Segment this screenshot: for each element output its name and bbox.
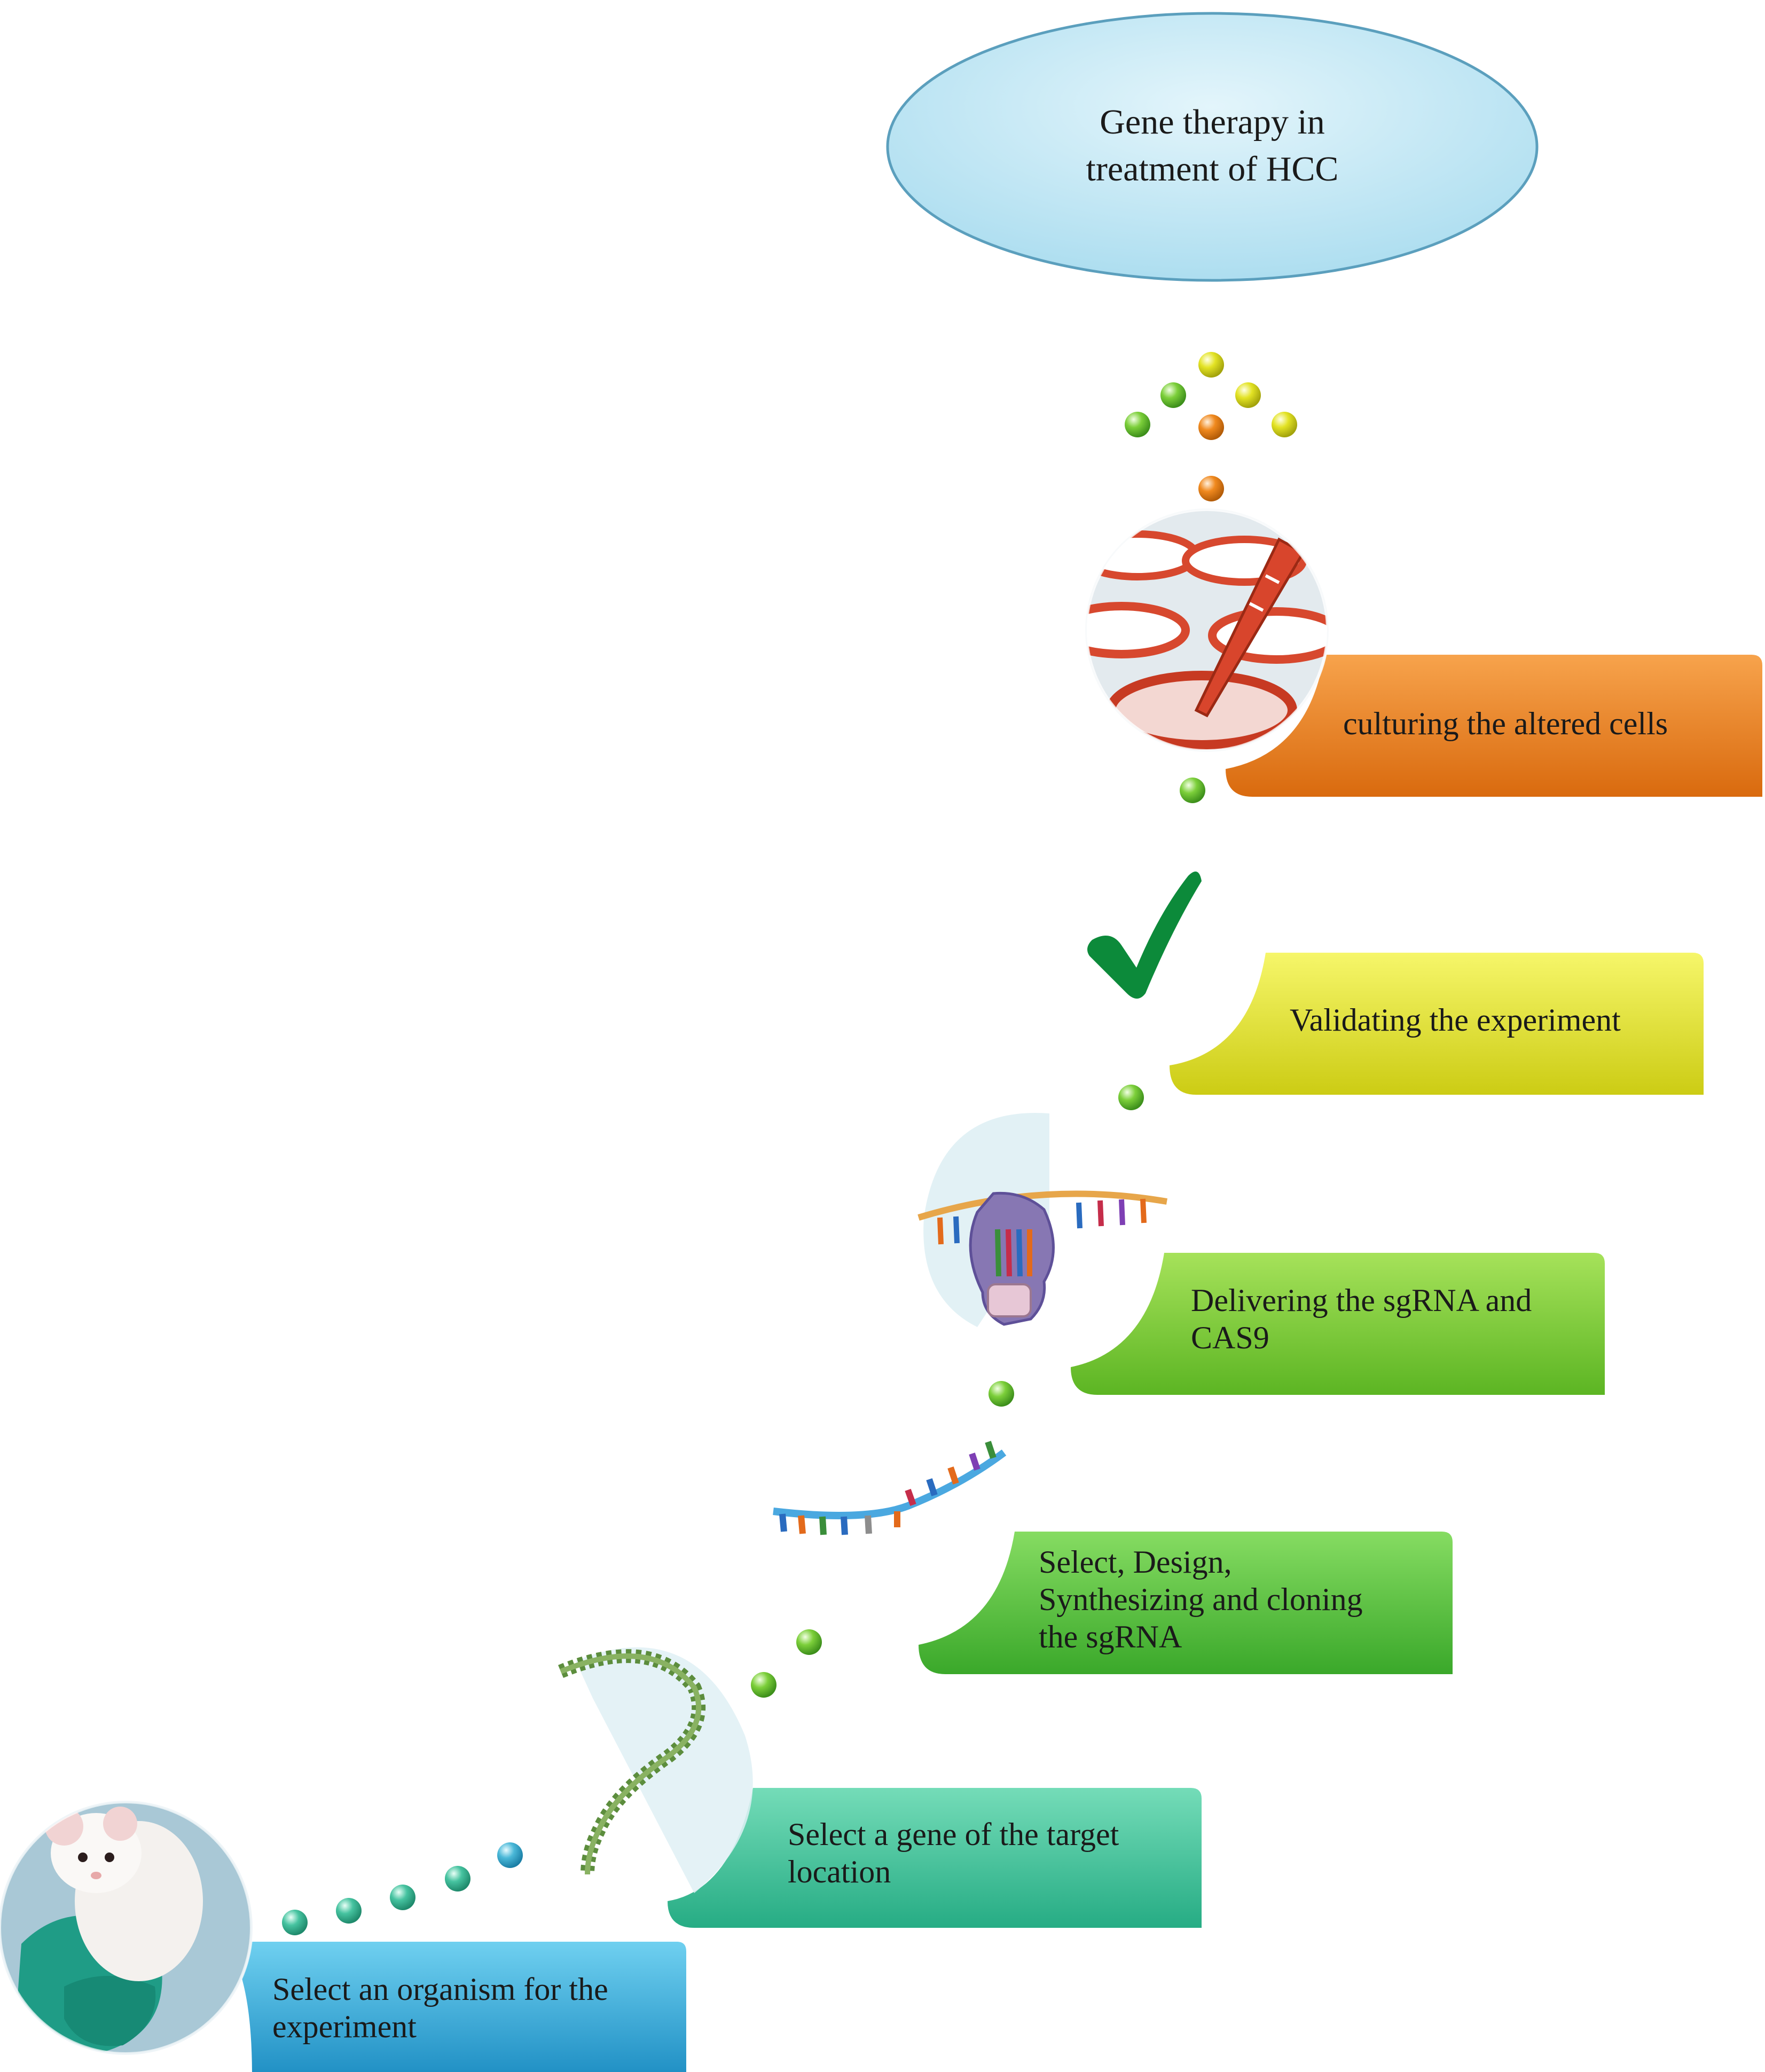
- step-5-label: Validating the experiment: [1290, 1002, 1621, 1038]
- step-4-label: Delivering the sgRNA and CAS9: [1191, 1283, 1532, 1355]
- title-ellipse: [886, 12, 1539, 282]
- step-1-label: Select an organism for the experiment: [272, 1972, 608, 2044]
- dna-helix-icon: [558, 1647, 753, 1893]
- step-3-label: Select, Design, Synthesizing and cloning…: [1039, 1544, 1363, 1654]
- step-3-banner: [919, 1532, 1453, 1674]
- rna-strand-icon: [773, 1441, 1007, 1535]
- step-4-banner: [1071, 1253, 1605, 1395]
- step-1-banner: [224, 1942, 686, 2072]
- cas9-complex-icon: [917, 1113, 1168, 1327]
- step-6-banner: [1226, 655, 1762, 797]
- step-2-banner: [668, 1788, 1202, 1928]
- step-5-banner: [1170, 953, 1704, 1095]
- petri-dish-pipette-icon: [1085, 508, 1329, 752]
- connector-dots: [282, 352, 1297, 1935]
- step-6-label: culturing the altered cells: [1343, 706, 1668, 741]
- lab-mouse-icon: [0, 1800, 253, 2055]
- checkmark-icon: [1087, 872, 1202, 999]
- diagram-title: Gene therapy in treatment of HCC: [1086, 103, 1339, 189]
- step-2-label: Select a gene of the target location: [788, 1817, 1119, 1889]
